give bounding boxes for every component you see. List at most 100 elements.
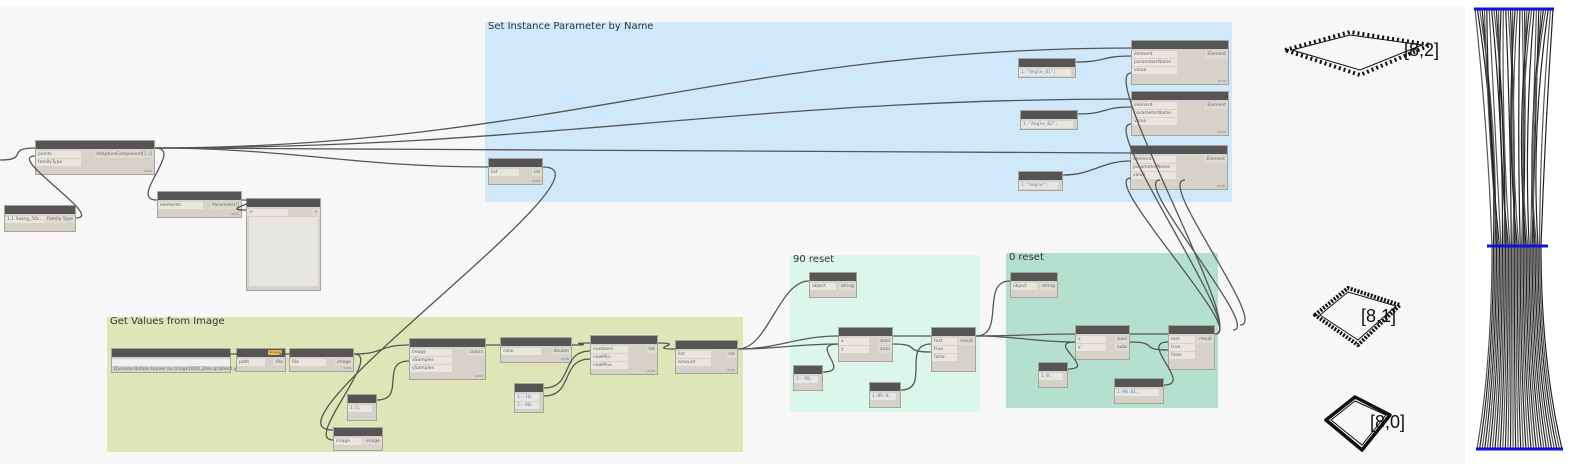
output-port[interactable]: string [1040,283,1057,290]
code-line[interactable]: 2:-80; [515,402,539,409]
code-line[interactable]: 1:"Angle_02"; [1021,121,1073,128]
node-header[interactable] [1021,111,1077,119]
code-line[interactable]: 1:89.9; [870,393,896,400]
node-header[interactable] [112,349,230,357]
output-port[interactable]: list [726,351,737,358]
code-block-node[interactable]: 1:"Angle_01"; [1018,58,1076,78]
node-header[interactable] [247,199,320,207]
output-port[interactable]: string [839,283,856,290]
code-block-node[interactable]: 1:89.9; [869,382,901,408]
input-port-x[interactable]: x [839,338,870,345]
output-port[interactable]: auto [877,346,892,353]
input-port->[interactable]: > [247,209,289,216]
output-port[interactable]: bool [1115,336,1129,343]
input-port-points[interactable]: points [36,151,81,158]
node-header[interactable] [870,383,900,391]
output-port[interactable]: Family Type [44,216,75,223]
code-line[interactable]: 1:90.01; [1115,389,1159,396]
input-port-numbers[interactable]: numbers [591,346,629,353]
output-port[interactable]: Element [1205,51,1228,58]
code-line[interactable]: 1:"Angle_01"; [1019,69,1071,76]
group-set-instance-parameter[interactable]: Set Instance Parameter by Name [485,21,1232,202]
node-header[interactable] [839,328,892,336]
input-port-value[interactable]: value [1131,172,1176,179]
node-header[interactable] [676,341,737,349]
input-port-true[interactable]: true [1169,344,1195,351]
node-header[interactable] [1132,92,1228,100]
node-header[interactable] [36,141,154,149]
input-port-color[interactable]: color [501,348,541,355]
input-port-parametername[interactable]: parameterName [1132,59,1177,66]
output-port[interactable]: result [958,338,975,345]
output-port[interactable]: list [646,346,657,353]
input-port-object[interactable]: object [810,283,837,290]
input-port-parametername[interactable]: parameterName [1131,164,1176,171]
code-line[interactable]: 1:0; [1039,373,1063,380]
output-port[interactable]: colors [467,349,485,356]
code-block-node[interactable]: 1:90.01; [1114,378,1164,404]
watch-node[interactable]: >> [246,198,321,291]
node-header[interactable] [1039,363,1067,371]
node-header[interactable] [290,349,353,357]
input-port-y[interactable]: y [839,346,870,353]
node-header[interactable] [489,159,542,167]
input-port-path[interactable]: path [237,359,265,366]
input-port-test[interactable]: test [1169,336,1195,343]
input-port-element[interactable]: element [1132,51,1177,58]
node-header[interactable] [1115,379,1163,387]
input-port-false[interactable]: false [1169,352,1195,359]
node-header[interactable] [501,338,571,346]
code-block-node[interactable]: 1:-90; [793,365,823,391]
input-port-element[interactable]: element [1132,102,1177,109]
node-header[interactable] [591,336,657,344]
input-port-list[interactable]: list [676,351,711,358]
input-port-test[interactable]: test [932,338,957,345]
node-header[interactable] [1169,326,1214,334]
node-header[interactable] [1076,326,1129,334]
input-port-true[interactable]: true [932,346,957,353]
input-port-file[interactable]: file [290,359,326,366]
output-port[interactable]: result [1197,336,1214,343]
code-block-node[interactable]: 1:"Angle_02"; [1020,110,1078,130]
input-port-element[interactable]: element [1131,156,1176,163]
node-header[interactable] [810,273,856,281]
node-header[interactable] [1019,172,1062,180]
code-block-node[interactable]: 1:-10;2:-80; [514,383,544,413]
input-port-x[interactable]: x [1076,336,1107,343]
output-port[interactable]: file [274,359,285,366]
input-port-object[interactable]: object [1011,283,1038,290]
node-header[interactable] [794,366,822,374]
output-port[interactable]: int [532,169,542,176]
code-block-node[interactable]: 1:5; [347,394,377,421]
node-header[interactable] [158,192,241,200]
output-port[interactable]: AdaptiveComponent[]..[] [94,151,154,158]
input-port-y[interactable]: y [1076,344,1107,351]
family-type-dropdown[interactable]: 1.1 Swing_50c... [5,216,45,223]
file-path-input[interactable] [112,359,230,366]
node-header[interactable] [334,428,382,436]
tower-preview[interactable] [1467,0,1578,470]
output-port[interactable]: > [312,209,320,216]
node-header[interactable] [515,384,543,392]
file-path-node[interactable]: Dynamo Rotate Louver by Image1000_2rev g… [111,348,241,373]
code-block-node[interactable]: 1:"Angle"; [1018,171,1063,191]
input-port-list[interactable]: list [489,169,520,176]
node-header[interactable] [932,328,975,336]
input-port-false[interactable]: false [932,354,957,361]
